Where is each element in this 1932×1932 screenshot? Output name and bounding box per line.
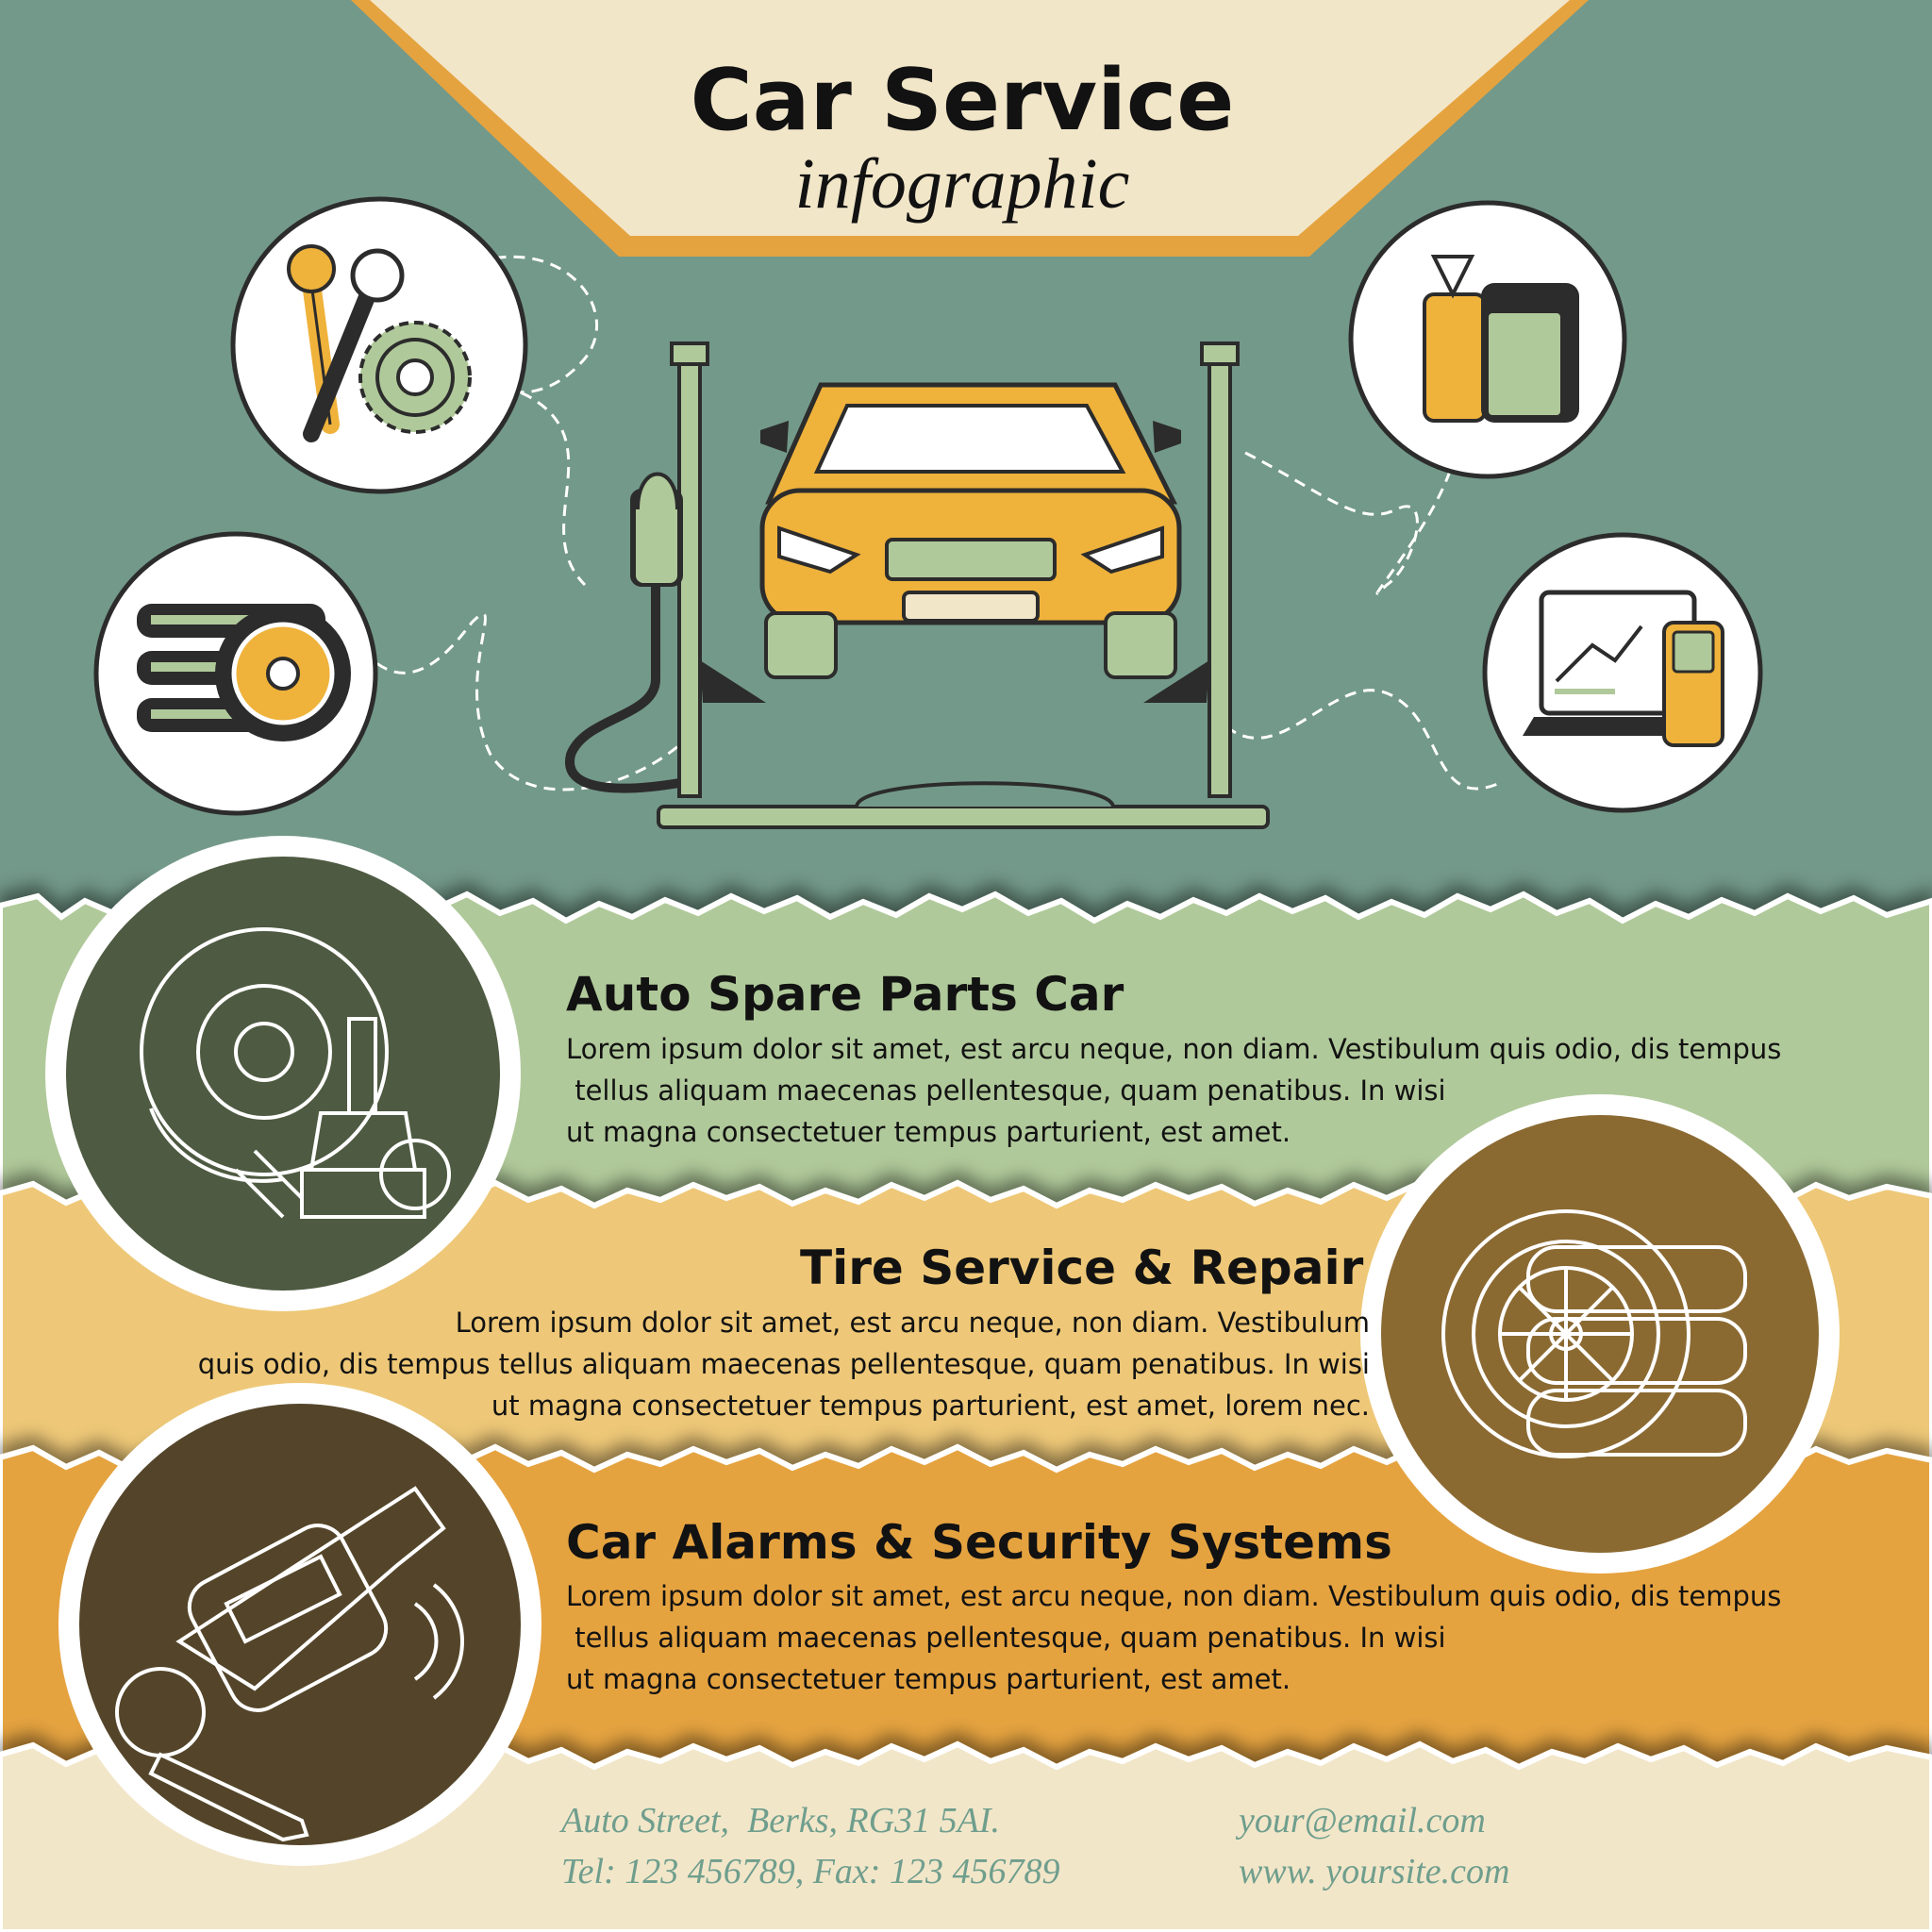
section-title-tire-service: Tire Service & Repair — [800, 1241, 1364, 1295]
footer-address: Auto Street, Berks, RG31 5AI. — [561, 1801, 1001, 1840]
tools-gear-icon — [230, 196, 528, 494]
body-line: ut magna consectetuer tempus parturient,… — [491, 1390, 1370, 1422]
body-line: tellus aliquam maecenas pellentesque, qu… — [566, 1622, 1446, 1654]
header-banner — [370, 0, 1570, 236]
tire-wheel-icon — [1360, 1094, 1840, 1574]
section-body-tire-service: Lorem ipsum dolor sit amet, est arcu neq… — [94, 1302, 1370, 1426]
dashed-connector-top-left — [475, 255, 598, 587]
car-alarm-key-fob-icon — [58, 1383, 541, 1866]
section-body-car-alarms: Lorem ipsum dolor sit amet, est arcu neq… — [566, 1575, 1781, 1700]
body-line: Lorem ipsum dolor sit amet, est arcu neq… — [566, 1580, 1782, 1612]
page-title: Car Service — [690, 51, 1235, 150]
body-line: tellus aliquam maecenas pellentesque, qu… — [566, 1074, 1446, 1107]
dashed-connector-bottom-left — [361, 612, 680, 791]
dashed-connector-bottom-right — [1225, 689, 1501, 791]
oil-canister-icon — [1348, 200, 1627, 479]
body-line: quis odio, dis tempus tellus aliquam mae… — [197, 1348, 1370, 1380]
section-title-spare-parts: Auto Spare Parts Car — [566, 967, 1124, 1022]
footer-website[interactable]: www. yoursite.com — [1239, 1852, 1510, 1891]
body-line: ut magna consectetuer tempus parturient,… — [566, 1663, 1291, 1695]
diagnostic-laptop-icon — [1482, 532, 1763, 813]
car-lift-icon — [565, 341, 1270, 829]
brake-disc-spark-plug-icon — [45, 836, 521, 1311]
body-line: Lorem ipsum dolor sit amet, est arcu neq… — [455, 1307, 1370, 1339]
section-body-spare-parts: Lorem ipsum dolor sit amet, est arcu neq… — [566, 1028, 1781, 1153]
body-line: ut magna consectetuer tempus parturient,… — [566, 1116, 1291, 1148]
section-title-car-alarms: Car Alarms & Security Systems — [566, 1515, 1392, 1570]
body-line: Lorem ipsum dolor sit amet, est arcu neq… — [566, 1033, 1782, 1065]
tire-stack-icon — [93, 531, 378, 816]
footer-phone: Tel: 123 456789, Fax: 123 456789 — [561, 1852, 1060, 1891]
page-subtitle: infographic — [794, 144, 1130, 224]
footer-email[interactable]: your@email.com — [1239, 1801, 1486, 1840]
